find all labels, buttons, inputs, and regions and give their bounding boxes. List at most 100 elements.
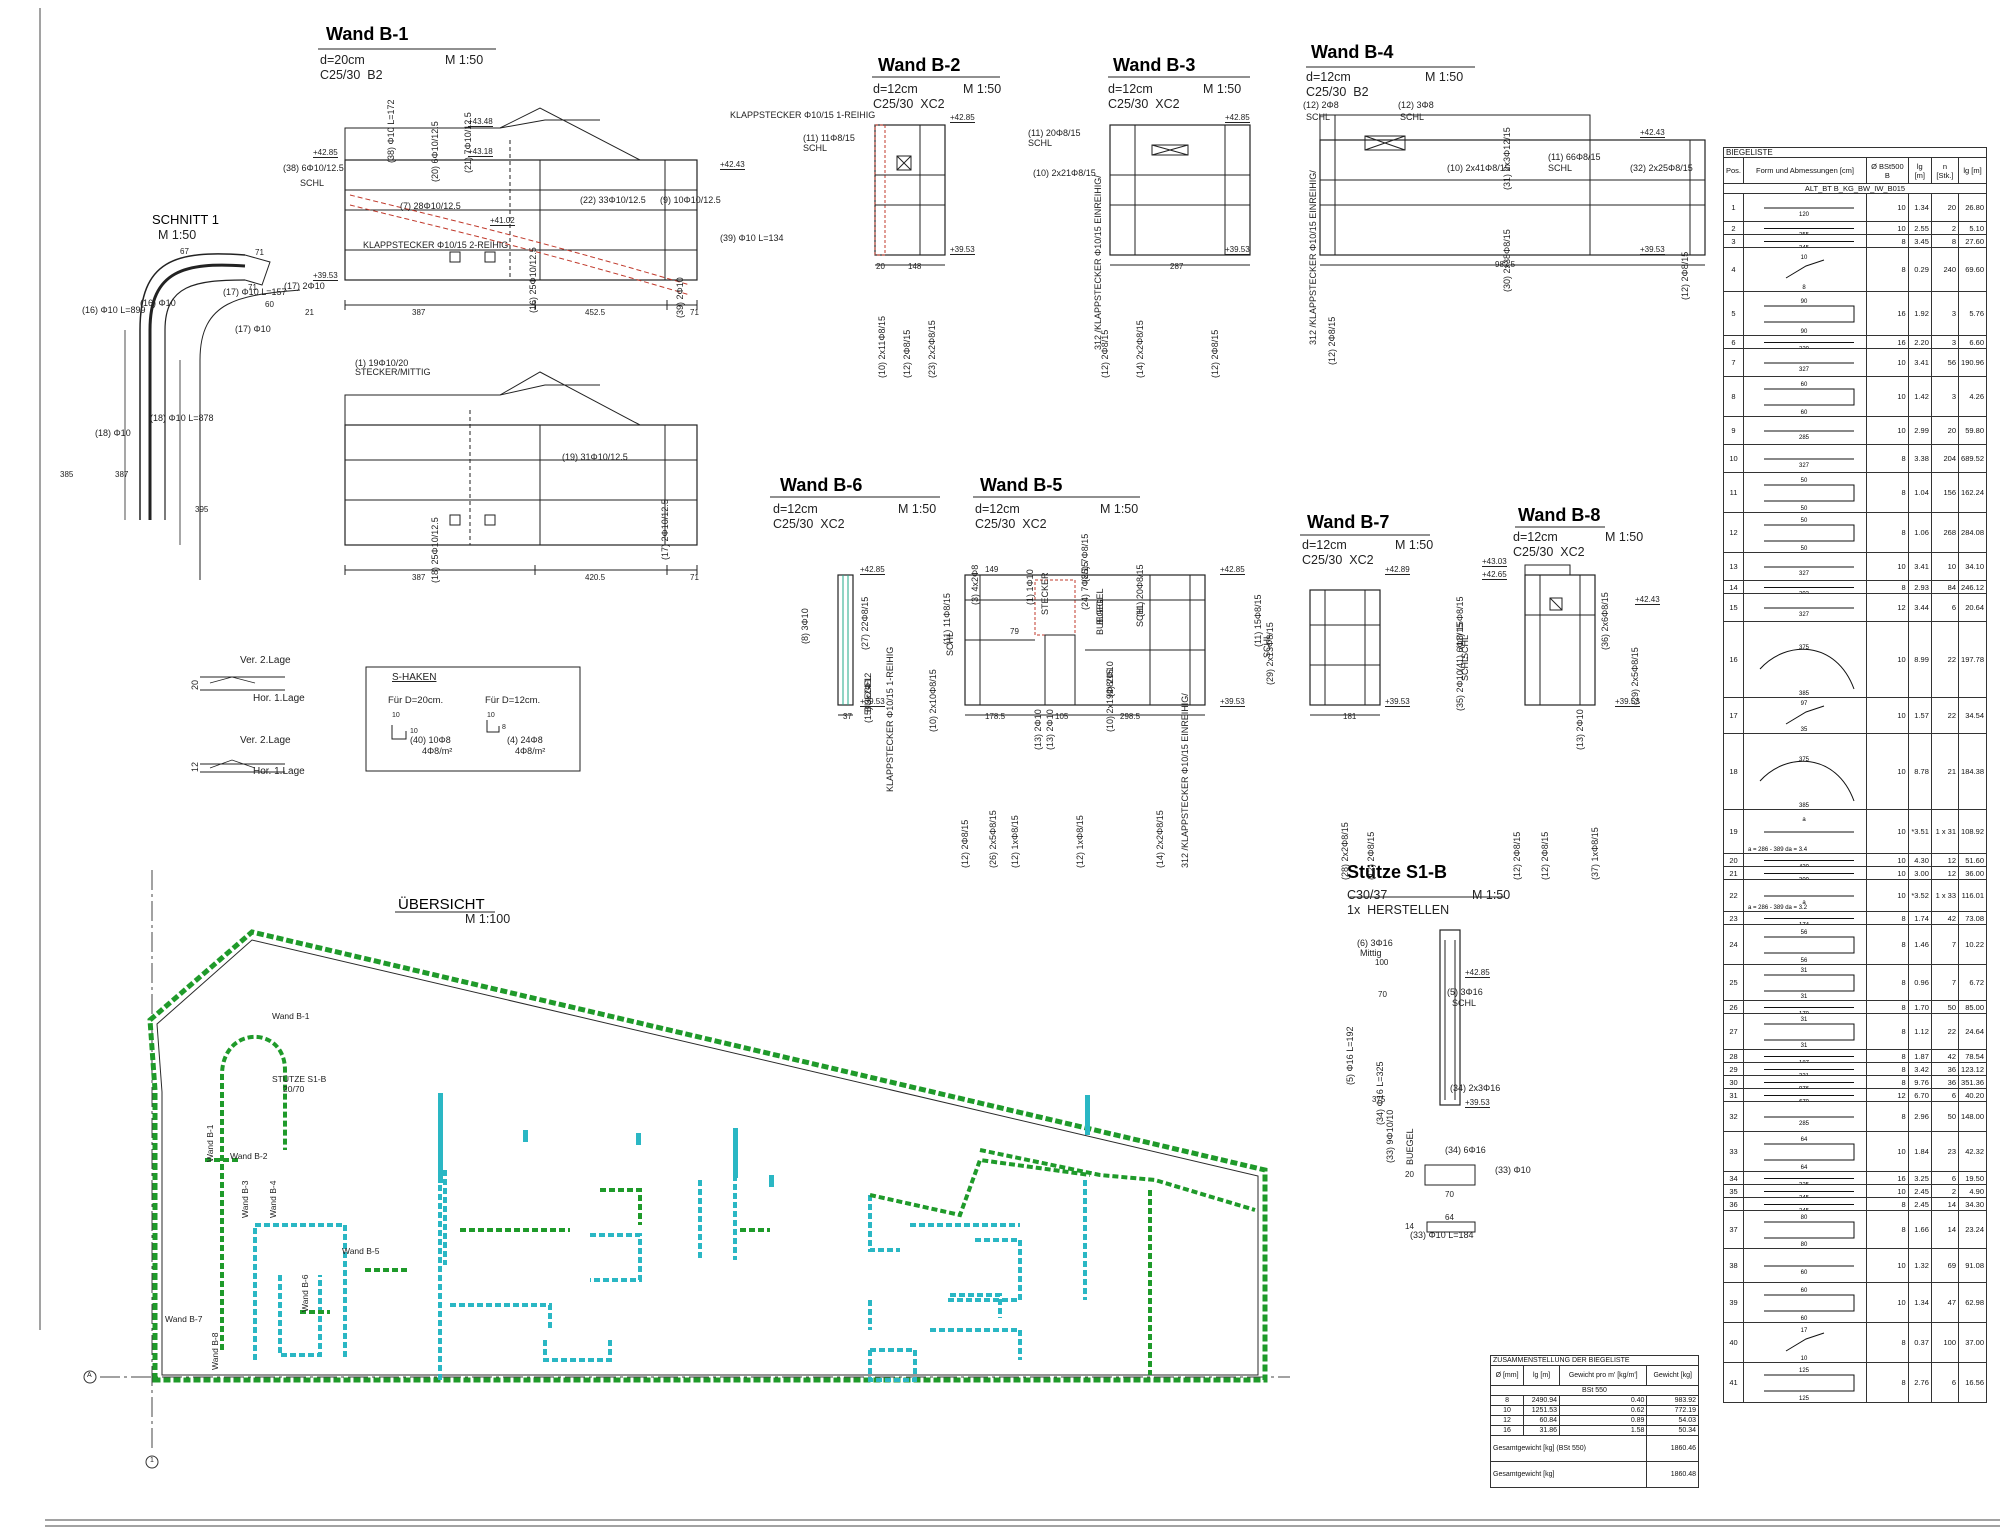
biegeliste-cell-total: 27.60 bbox=[1958, 234, 1987, 248]
biegeliste-cell-lg: 9.76 bbox=[1907, 1075, 1932, 1089]
schnitt-1-drawing bbox=[124, 253, 301, 580]
sheet-frame bbox=[39, 8, 2000, 1527]
schnitt-mark-4: (17) Φ10 bbox=[235, 324, 271, 334]
b1-dim-3: 387 bbox=[412, 573, 426, 582]
biegeliste-cell-total: 197.78 bbox=[1958, 621, 1987, 698]
biegeliste-cell-total: 184.38 bbox=[1958, 733, 1987, 810]
biegeliste-cell-n: 7 bbox=[1930, 964, 1960, 1001]
bar-dim-label: 50 bbox=[1801, 518, 1808, 524]
plan-label-b1-v: Wand B-1 bbox=[205, 1124, 215, 1162]
biegeliste-cell-lg: 2.93 bbox=[1907, 580, 1932, 594]
biegeliste-cell-pos: 38 bbox=[1722, 1248, 1745, 1283]
legend-layer-1: Ver. 2.Lage bbox=[240, 655, 291, 666]
wand-b1-spec: d=20cm C25/30 B2 bbox=[320, 53, 383, 82]
s1b-dim-1: 70 bbox=[1378, 990, 1387, 999]
b7-mark-2: (29) 2x13Φ8/15 bbox=[1265, 622, 1275, 685]
biegeliste-cell-pos: 14 bbox=[1722, 580, 1745, 594]
biegeliste-cell-pos: 32 bbox=[1722, 1101, 1745, 1132]
bar-dim-label: 97 bbox=[1801, 701, 1808, 707]
wand-b2-drawing bbox=[872, 76, 1000, 266]
biegeliste-cell-lg: 8.78 bbox=[1907, 733, 1932, 810]
bar-dim-label: 327 bbox=[1799, 463, 1810, 469]
bar-dim-label: 10 bbox=[1801, 255, 1808, 261]
wand-b6-spec: d=12cm C25/30 XC2 bbox=[773, 502, 845, 531]
biegeliste-cell-total: 6.60 bbox=[1958, 335, 1987, 349]
biegeliste-cell-n: 42 bbox=[1930, 911, 1960, 925]
bar-shape-icon: 187 bbox=[1764, 1055, 1855, 1062]
plan-label-b1: Wand B-1 bbox=[272, 1011, 310, 1021]
shaken-dim-1: 10 bbox=[392, 712, 400, 719]
biegeliste-cell-form: 327 bbox=[1743, 593, 1868, 622]
wand-b2-title: Wand B-2 bbox=[878, 55, 961, 75]
biegeliste-cell-total: 148.00 bbox=[1958, 1101, 1987, 1132]
b3-mark-0: (11) 20Φ8/15 bbox=[1028, 128, 1081, 138]
b7-mark-3: (28) 2x2Φ8/15 bbox=[1340, 822, 1350, 880]
biegeliste-cell-total: 36.00 bbox=[1958, 866, 1987, 880]
biegeliste-cell-form: 327 bbox=[1743, 348, 1868, 377]
shaken-b-mark: (4) 24Φ8 bbox=[507, 735, 543, 745]
uebersicht-plan bbox=[83, 870, 1290, 1469]
biegeliste-cell-pos: 20 bbox=[1722, 853, 1745, 867]
biegeliste-cell-d: 16 bbox=[1866, 291, 1909, 336]
zus-cell-gpm: 1.58 bbox=[1559, 1425, 1648, 1436]
biegeliste-cell-pos: 19 bbox=[1722, 809, 1745, 854]
zus-title: ZUSAMMENSTELLUNG DER BIEGELISTE bbox=[1490, 1355, 1699, 1366]
biegeliste-cell-d: 10 bbox=[1866, 733, 1909, 810]
biegeliste-cell-pos: 9 bbox=[1722, 416, 1745, 445]
b1-mark-15: (19) 31Φ10/12.5 bbox=[562, 452, 628, 462]
b1-dim-5: 71 bbox=[690, 573, 699, 582]
biegeliste-cell-d: 8 bbox=[1866, 512, 1909, 553]
s1b-dim-3: 20 bbox=[1405, 1170, 1414, 1179]
bar-dim-label: 375 bbox=[1799, 757, 1810, 763]
biegeliste-cell-d: 8 bbox=[1866, 1362, 1909, 1403]
bar-shape-icon: 174 bbox=[1764, 917, 1855, 924]
zus-cell-lg: 1251.53 bbox=[1523, 1405, 1561, 1416]
bar-shape-icon: 327 bbox=[1764, 607, 1855, 618]
biegeliste-cell-total: 4.90 bbox=[1958, 1184, 1987, 1198]
wand-b8-drawing bbox=[1515, 526, 1605, 706]
zus-cell-lg: 31.86 bbox=[1523, 1425, 1561, 1436]
stuetze-s1b-spec: C30/37 1x HERSTELLEN bbox=[1347, 888, 1450, 917]
schnitt-dim-6: 387 bbox=[115, 470, 129, 479]
biegeliste-cell-n: 3 bbox=[1930, 291, 1960, 336]
b4-mark-5: (11) 66Φ8/15 bbox=[1548, 152, 1601, 162]
b7-level-0: +42.89 bbox=[1385, 565, 1410, 575]
biegeliste-cell-pos: 25 bbox=[1722, 964, 1745, 1001]
stuetze-s1b-title: Stütze S1-B bbox=[1347, 862, 1448, 882]
biegeliste-cell-lg: 1.70 bbox=[1907, 1000, 1932, 1014]
biegeliste-cell-total: 4.26 bbox=[1958, 376, 1987, 417]
zus-cell-lg: 60.84 bbox=[1523, 1415, 1561, 1426]
wand-b5-spec: d=12cm C25/30 XC2 bbox=[975, 502, 1047, 531]
b3-mark-1: SCHL bbox=[1028, 138, 1053, 148]
biegeliste-cell-form: 331 bbox=[1743, 1062, 1868, 1076]
bar-dim2-label: 64 bbox=[1801, 1165, 1808, 1171]
biegeliste-cell-form: 430 bbox=[1743, 853, 1868, 867]
wand-b5-title: Wand B-5 bbox=[980, 475, 1063, 495]
biegeliste-cell-pos: 35 bbox=[1722, 1184, 1745, 1198]
biegeliste-cell-d: 8 bbox=[1866, 1013, 1909, 1050]
biegeliste-cell-form: 245 bbox=[1743, 1184, 1868, 1198]
bar-shape-icon: 430 bbox=[1764, 859, 1855, 866]
biegeliste-cell-d: 12 bbox=[1866, 593, 1909, 622]
zusammenstellung-table: ZUSAMMENSTELLUNG DER BIEGELISTE Ø [mm] l… bbox=[1489, 1355, 1699, 1488]
biegeliste-cell-lg: 3.25 bbox=[1907, 1171, 1932, 1185]
bar-dim-label: 90 bbox=[1801, 299, 1808, 305]
biegeliste-cell-total: 246.12 bbox=[1958, 580, 1987, 594]
biegeliste-cell-lg: 1.34 bbox=[1907, 193, 1932, 222]
b3-mark-2: (10) 2x21Φ8/15 bbox=[1033, 168, 1096, 178]
biegeliste-cell-form: 293 bbox=[1743, 580, 1868, 594]
